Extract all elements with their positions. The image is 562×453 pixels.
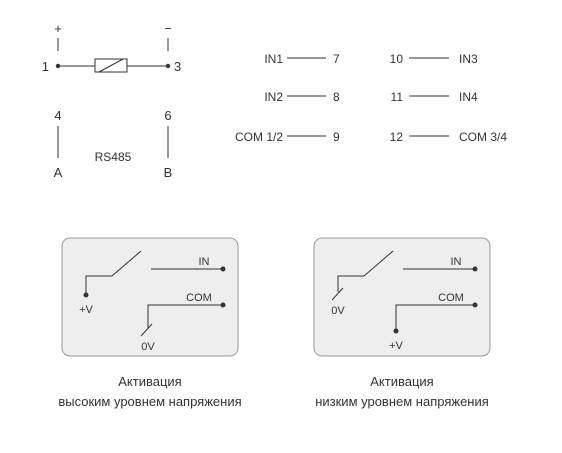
minus-label: −	[164, 21, 172, 36]
low-caption-line2: низким уровнем напряжения	[315, 394, 489, 409]
high-com-line	[147, 304, 223, 328]
in3-label: IN3	[459, 52, 478, 66]
high-com-label: COM	[186, 292, 212, 304]
high-ground-tick	[140, 323, 153, 337]
low-in-dot	[472, 266, 478, 272]
high-in-dot	[220, 266, 226, 272]
low-switch-blade	[363, 250, 394, 277]
terminal-4-label: 4	[54, 108, 61, 123]
low-com-label: COM	[438, 292, 464, 304]
terminal-12-label: 12	[390, 130, 404, 144]
low-source-lead	[337, 275, 364, 292]
high-caption-line1: Активация	[118, 374, 181, 389]
low-zero-v-label: 0V	[331, 305, 345, 317]
power-terminals	[57, 38, 169, 73]
panel-high-activation: IN COM +V 0V	[61, 237, 239, 357]
low-plus-v-label: +V	[389, 340, 403, 352]
terminal-7-label: 7	[333, 52, 340, 66]
resistor-slash	[98, 58, 124, 73]
panel-high-frame	[61, 237, 239, 357]
rs485-label: RS485	[95, 150, 132, 164]
panel-low-frame	[313, 237, 491, 357]
terminal-9-label: 9	[333, 130, 340, 144]
high-switch-blade	[111, 250, 142, 277]
terminal-a-label: A	[54, 165, 63, 180]
high-com-dot	[220, 302, 226, 308]
terminal-1-dot	[55, 63, 61, 69]
high-zero-v-label: 0V	[141, 341, 155, 353]
input-leads-left	[287, 57, 326, 137]
in4-label: IN4	[459, 90, 478, 104]
terminal-10-label: 10	[390, 52, 404, 66]
input-leads-right	[409, 57, 449, 137]
plus-label: +	[54, 21, 62, 36]
terminal-8-label: 8	[333, 90, 340, 104]
terminal-b-label: B	[164, 165, 173, 180]
high-plus-v-label: +V	[79, 304, 93, 316]
low-plus-v-dot	[393, 328, 399, 334]
low-ground-tick	[331, 287, 344, 301]
in1-label: IN1	[264, 52, 283, 66]
low-caption-line1: Активация	[370, 374, 433, 389]
low-com-dot	[472, 302, 478, 308]
com12-label: COM 1/2	[235, 130, 283, 144]
low-com-line	[395, 304, 475, 331]
terminal-3-label: 3	[174, 59, 181, 74]
panel-low-activation: IN COM 0V +V	[313, 237, 491, 357]
terminal-3-dot	[165, 63, 171, 69]
com34-label: COM 3/4	[459, 130, 507, 144]
resistor-symbol	[94, 58, 128, 73]
terminal-6-label: 6	[164, 108, 171, 123]
terminal-1-label: 1	[42, 59, 49, 74]
high-source-lead	[85, 275, 112, 295]
in2-label: IN2	[264, 90, 283, 104]
high-in-label: IN	[199, 256, 210, 268]
high-caption-line2: высоким уровнем напряжения	[58, 394, 241, 409]
high-plus-v-dot	[83, 292, 89, 298]
terminal-11-label: 11	[391, 90, 404, 104]
low-in-label: IN	[451, 256, 462, 268]
rs485-terminals	[57, 126, 169, 158]
